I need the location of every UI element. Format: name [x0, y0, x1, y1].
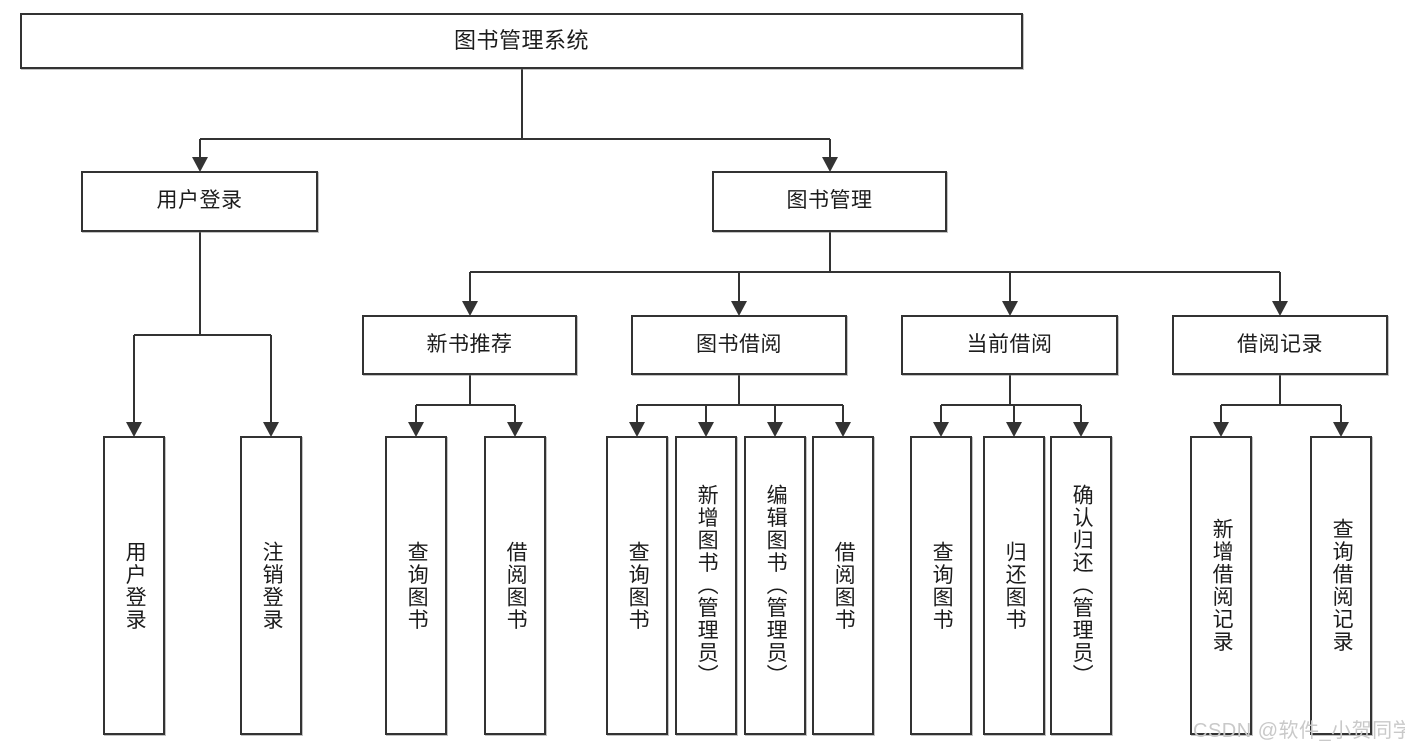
node-user-login-label: 用户登录 [156, 189, 243, 213]
leaf-node[interactable]: 查询图书 [385, 436, 447, 735]
connector-arrowhead [461, 301, 478, 316]
node-current-borrow-label: 当前借阅 [966, 332, 1053, 356]
connector-arrowhead [1001, 301, 1018, 316]
leaf-node[interactable]: 编辑图书（管理员） [744, 436, 806, 735]
connector-arrowhead [263, 422, 279, 437]
node-borrow-record[interactable]: 借阅记录 [1172, 315, 1388, 375]
connector-arrowhead [698, 422, 714, 437]
connector-arrowhead [767, 422, 783, 437]
node-book-borrow-label: 图书借阅 [696, 332, 782, 356]
connector-arrowhead [507, 422, 523, 437]
connector-arrowhead [821, 157, 838, 172]
connector-line [1008, 272, 1011, 302]
node-new-book-recommend[interactable]: 新书推荐 [362, 315, 577, 375]
connector-line [1279, 375, 1281, 405]
connector-line [636, 405, 638, 423]
connector-line [828, 139, 831, 158]
node-user-login[interactable]: 用户登录 [81, 171, 318, 232]
connector-arrowhead [1073, 422, 1089, 437]
leaf-node[interactable]: 新增借阅记录 [1190, 436, 1252, 735]
node-current-borrow[interactable]: 当前借阅 [901, 315, 1118, 375]
leaf-node[interactable]: 用户登录 [103, 436, 165, 735]
connector-line [1220, 405, 1222, 423]
connector-arrowhead [629, 422, 645, 437]
connector-line [520, 69, 523, 139]
leaf-node-label: 用户登录 [123, 540, 147, 631]
node-book-borrow[interactable]: 图书借阅 [631, 315, 847, 375]
connector-line [514, 405, 516, 423]
leaf-node-label: 确认归还（管理员） [1070, 484, 1094, 687]
connector-line [941, 404, 1081, 406]
connector-line [1340, 405, 1342, 423]
connector-arrowhead [835, 422, 851, 437]
connector-line [1279, 272, 1281, 302]
node-book-management[interactable]: 图书管理 [712, 171, 947, 232]
connector-line [637, 404, 843, 406]
connector-arrowhead [1006, 422, 1022, 437]
leaf-node-label: 查询借阅记录 [1330, 518, 1354, 653]
leaf-node-label: 查询图书 [405, 540, 429, 631]
connector-arrowhead [933, 422, 949, 437]
csdn-watermark: CSDN @软件_小贺同学 [1193, 720, 1405, 742]
connector-line [469, 271, 1280, 273]
leaf-node[interactable]: 查询图书 [910, 436, 972, 735]
leaf-node-label: 查询图书 [930, 540, 954, 631]
connector-line [468, 272, 471, 302]
connector-arrowhead [126, 422, 142, 437]
leaf-node[interactable]: 借阅图书 [484, 436, 546, 735]
connector-line [1013, 405, 1015, 423]
leaf-node[interactable]: 查询图书 [606, 436, 668, 735]
connector-line [198, 232, 201, 335]
leaf-node[interactable]: 确认归还（管理员） [1050, 436, 1112, 735]
node-root[interactable]: 图书管理系统 [20, 13, 1023, 69]
leaf-node[interactable]: 查询借阅记录 [1310, 436, 1372, 735]
connector-line [738, 375, 740, 405]
node-book-management-label: 图书管理 [786, 189, 873, 213]
leaf-node[interactable]: 归还图书 [983, 436, 1045, 735]
connector-arrowhead [408, 422, 424, 437]
node-borrow-record-label: 借阅记录 [1237, 332, 1323, 356]
leaf-node-label: 编辑图书（管理员） [764, 484, 788, 687]
node-root-label: 图书管理系统 [453, 28, 589, 54]
connector-line [774, 405, 776, 423]
leaf-node-label: 查询图书 [626, 540, 650, 631]
leaf-node-label: 借阅图书 [504, 540, 528, 631]
connector-line [1221, 404, 1341, 406]
connector-line [1008, 375, 1011, 405]
connector-line [738, 272, 740, 302]
connector-arrowhead [1213, 422, 1229, 437]
leaf-node-label: 注销登录 [260, 540, 284, 631]
leaf-node-label: 借阅图书 [832, 540, 856, 631]
leaf-node-label: 归还图书 [1003, 540, 1027, 631]
connector-line [468, 375, 471, 405]
connector-arrowhead [191, 157, 208, 172]
connector-line [705, 405, 707, 423]
connector-line [198, 139, 201, 158]
connector-line [842, 405, 844, 423]
connector-line [1080, 405, 1082, 423]
connector-line [940, 405, 942, 423]
connector-line [199, 138, 830, 140]
connector-line [416, 404, 515, 406]
connector-line [270, 335, 272, 423]
connector-arrowhead [1272, 301, 1288, 316]
connector-arrowhead [731, 301, 747, 316]
connector-arrowhead [1333, 422, 1349, 437]
leaf-node-label: 新增借阅记录 [1210, 518, 1234, 653]
connector-line [134, 334, 271, 336]
connector-line [415, 405, 417, 423]
leaf-node[interactable]: 借阅图书 [812, 436, 874, 735]
connector-line [133, 335, 135, 423]
node-new-book-recommend-label: 新书推荐 [426, 332, 513, 356]
connector-line [828, 232, 831, 272]
leaf-node[interactable]: 注销登录 [240, 436, 302, 735]
leaf-node-label: 新增图书（管理员） [695, 484, 719, 687]
leaf-node[interactable]: 新增图书（管理员） [675, 436, 737, 735]
